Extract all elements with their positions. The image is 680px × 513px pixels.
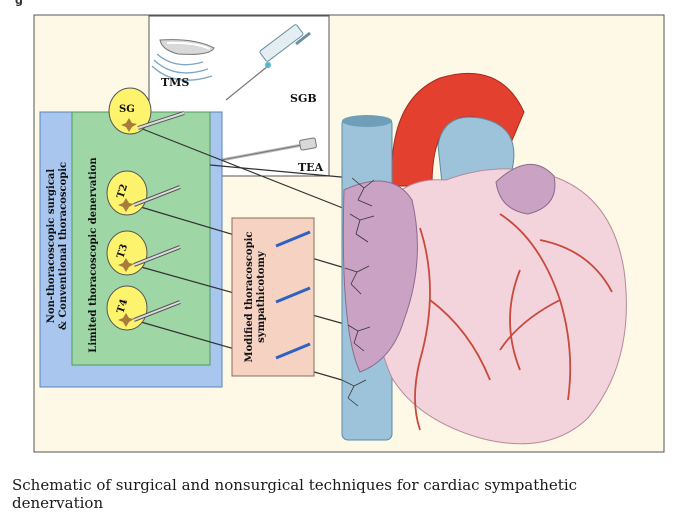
modified-sympathicotomy-box [231,217,315,377]
modified-box-label-line2: sympathicotomy [256,250,267,343]
tea-label: TEA [298,161,324,174]
sgb-label: SGB [290,92,317,105]
ganglion-t4 [106,285,181,331]
figure-caption: Schematic of surgical and nonsurgical te… [12,476,578,512]
outer-box-label-line2: & Conventional thoracoscopic [58,162,69,330]
modified-box-label-line1: Modified thoracoscopic [244,232,255,363]
right-atrium [342,180,418,373]
sympathicotomy-cuts [275,230,311,360]
ganglion-t3 [106,230,181,276]
ganglion-t4-label: T4 [115,298,130,315]
ganglion-sg [108,87,185,135]
figure-panel: g TMS SGB TEA [15,0,665,453]
inner-box-label: Limited thoracoscopic denervation [88,157,99,353]
cardiac-plexus [341,177,375,407]
ganglion-t2-label: T2 [115,183,130,200]
ganglion-sg-label: SG [119,104,135,115]
outer-box-label-line1: Non-thoracoscopic surgical [46,169,57,324]
heart-illustration [341,72,627,445]
tms-coil-icon [151,39,215,81]
tms-label: TMS [161,76,189,89]
ganglion-t3-label: T3 [115,243,130,260]
coronary-arteries [414,213,613,431]
figure-corner-label: g [15,0,23,7]
ganglion-t2 [106,170,181,216]
denervation-schematic: TMS SGB TEA Non-thoracoscopic surgical &… [33,14,665,453]
sgb-syringe-icon [225,24,311,101]
left-atrium [495,163,556,215]
heart-body [372,168,627,445]
